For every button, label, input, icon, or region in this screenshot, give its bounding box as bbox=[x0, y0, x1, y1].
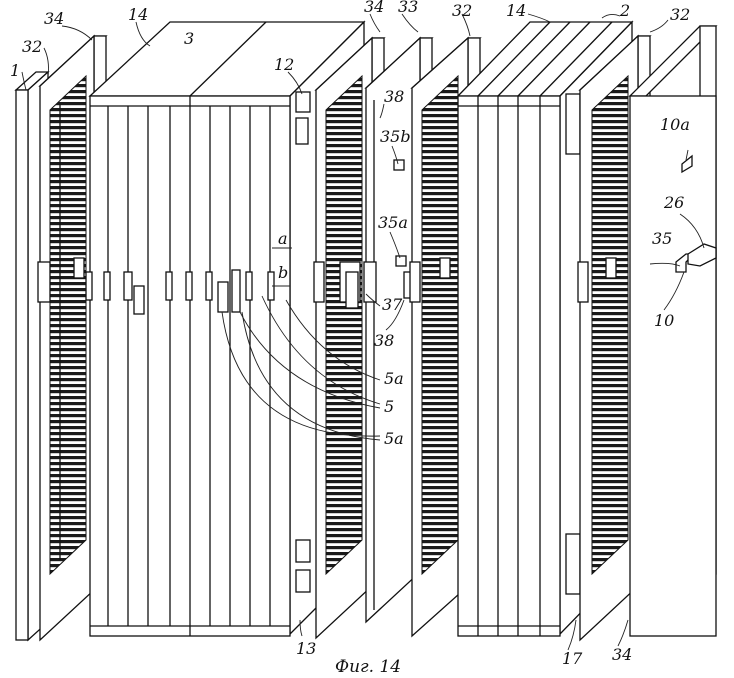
label-5: 5 bbox=[384, 397, 394, 416]
leader-lines bbox=[21, 13, 705, 651]
separator-plate-32-right bbox=[577, 34, 652, 642]
label-32-left: 32 bbox=[22, 37, 42, 56]
label-32-right: 32 bbox=[670, 5, 690, 24]
label-14-right: 14 bbox=[506, 1, 526, 20]
label-13: 13 bbox=[296, 639, 316, 658]
figure-caption: Фиг. 14 bbox=[335, 657, 401, 677]
label-17: 17 bbox=[562, 649, 583, 668]
label-35a: 35a bbox=[378, 213, 408, 232]
label-37: 37 bbox=[382, 295, 403, 314]
label-34-right: 34 bbox=[612, 645, 632, 664]
separator-plate-32-middle bbox=[313, 36, 386, 640]
label-35b: 35b bbox=[380, 127, 411, 146]
label-38-bottom: 38 bbox=[374, 331, 394, 350]
label-3: 3 bbox=[184, 29, 194, 48]
label-a: a bbox=[278, 229, 288, 248]
label-32-center: 32 bbox=[452, 1, 472, 20]
reference-labels: 1 32 34 14 3 34 33 32 14 2 32 12 38 35b … bbox=[10, 0, 690, 668]
label-26: 26 bbox=[663, 193, 684, 212]
label-35: 35 bbox=[652, 229, 672, 248]
label-10a: 10a bbox=[660, 115, 690, 134]
label-2: 2 bbox=[619, 1, 630, 20]
label-1: 1 bbox=[10, 61, 20, 80]
label-5a-top: 5a bbox=[384, 369, 404, 388]
label-33: 33 bbox=[398, 0, 418, 16]
label-10: 10 bbox=[654, 311, 674, 330]
label-14-left: 14 bbox=[128, 5, 148, 24]
label-34-left: 34 bbox=[44, 9, 64, 28]
end-plate-10 bbox=[628, 25, 718, 637]
label-5a-bottom: 5a bbox=[384, 429, 404, 448]
label-34-middle: 34 bbox=[364, 0, 384, 16]
label-12: 12 bbox=[274, 55, 294, 74]
label-38-top: 38 bbox=[384, 87, 404, 106]
label-b: b bbox=[278, 263, 288, 282]
